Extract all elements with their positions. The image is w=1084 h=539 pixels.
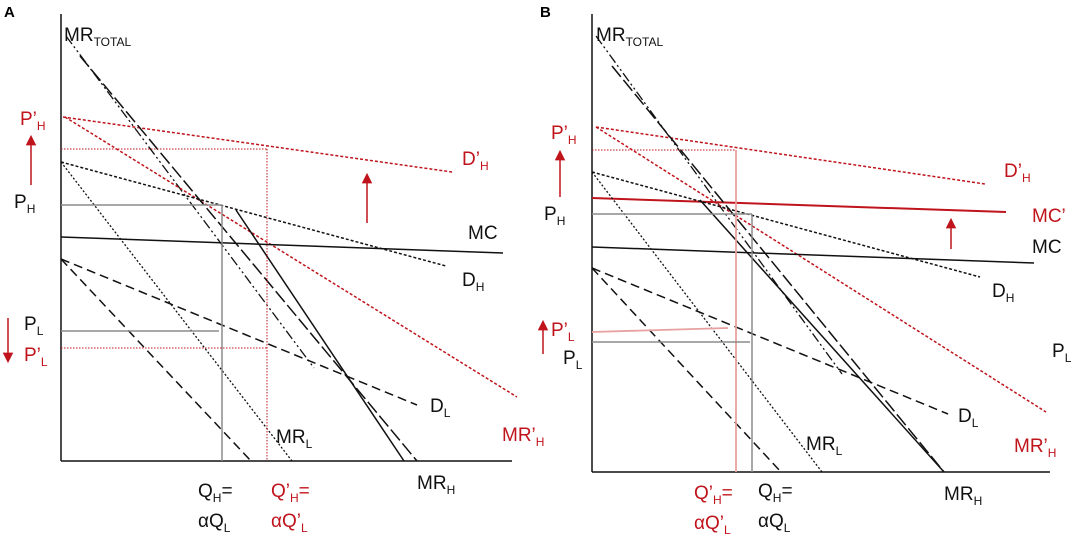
label-mc: MC [468,223,498,244]
label-mr-total: MRTOTAL [596,25,663,49]
label-d-l: DL [958,406,979,430]
label-mc-prime: MC’ [1032,206,1066,227]
d-total-curve [79,55,418,462]
label-p-h-prime: P’H [551,123,577,147]
p-l-prime-guide [591,327,729,333]
mr-total-curve [65,35,315,369]
mr-l-curve [591,267,782,473]
mr-h-prime-curve [64,116,518,398]
panel-tag: B [540,4,551,21]
label-q-h-line1: QH= [198,481,233,505]
label-p-l-prime: P’L [551,320,575,344]
mr-h-prime-curve [595,126,1047,413]
d-h-curve [591,171,981,278]
label-mr-l: MRL [276,427,313,451]
label-d-h: DH [462,270,484,294]
label-mc: MC [1032,237,1062,258]
label-mr-h-prime: MR’H [1014,436,1056,460]
label-mr-l: MRL [806,434,843,458]
mr-h-curve [60,161,293,462]
d-l-curve [591,267,949,415]
panel-b: B MRTOTAL P’H PH P’L PL PL D’H [537,4,1072,537]
panel-a: A MRTOTAL P’H PH PL P’L D’H MC DH [2,4,544,535]
label-q-h-prime-line2: αQ’L [271,511,308,535]
label-d-h: DH [992,281,1014,305]
d-total-curve [611,65,945,473]
label-d-l: DL [430,396,451,420]
d-h-prime-curve [62,116,453,173]
label-p-l-right: PL [1052,341,1072,365]
d-l-curve [60,258,418,406]
label-mr-h: MRH [944,484,982,508]
label-p-h: PH [544,204,565,228]
label-mr-total: MRTOTAL [64,25,131,49]
mr-l-curve [60,258,252,462]
d-h-prime-curve [595,126,986,185]
label-d-h-prime: D’H [1004,161,1031,185]
label-q-h-prime-line2: αQ’L [694,513,731,537]
mr-h-curve [591,171,823,473]
mc-line [60,236,504,254]
label-d-h-prime: D’H [462,149,489,173]
label-p-l: PL [24,314,44,338]
label-q-h-line2: αQL [198,511,231,535]
d-h-curve [60,161,447,267]
label-p-l: PL [563,348,583,372]
mr-combined-curve [235,209,405,462]
label-q-h-prime-line1: Q’H= [694,483,733,507]
panel-tag: A [4,4,15,21]
mr-combined-curve [699,199,945,473]
label-mr-h: MRH [417,473,455,497]
label-q-h-prime-line1: Q’H= [271,481,310,505]
label-p-h: PH [14,192,35,216]
mc-prime-line [591,197,1007,213]
mc-line [591,246,1035,264]
label-p-l-prime: P’L [24,345,48,369]
label-mr-h-prime: MR’H [502,425,544,449]
label-q-h-line2: αQL [758,511,791,535]
label-p-h-prime: P’H [20,109,46,133]
label-q-h-line1: QH= [758,481,793,505]
